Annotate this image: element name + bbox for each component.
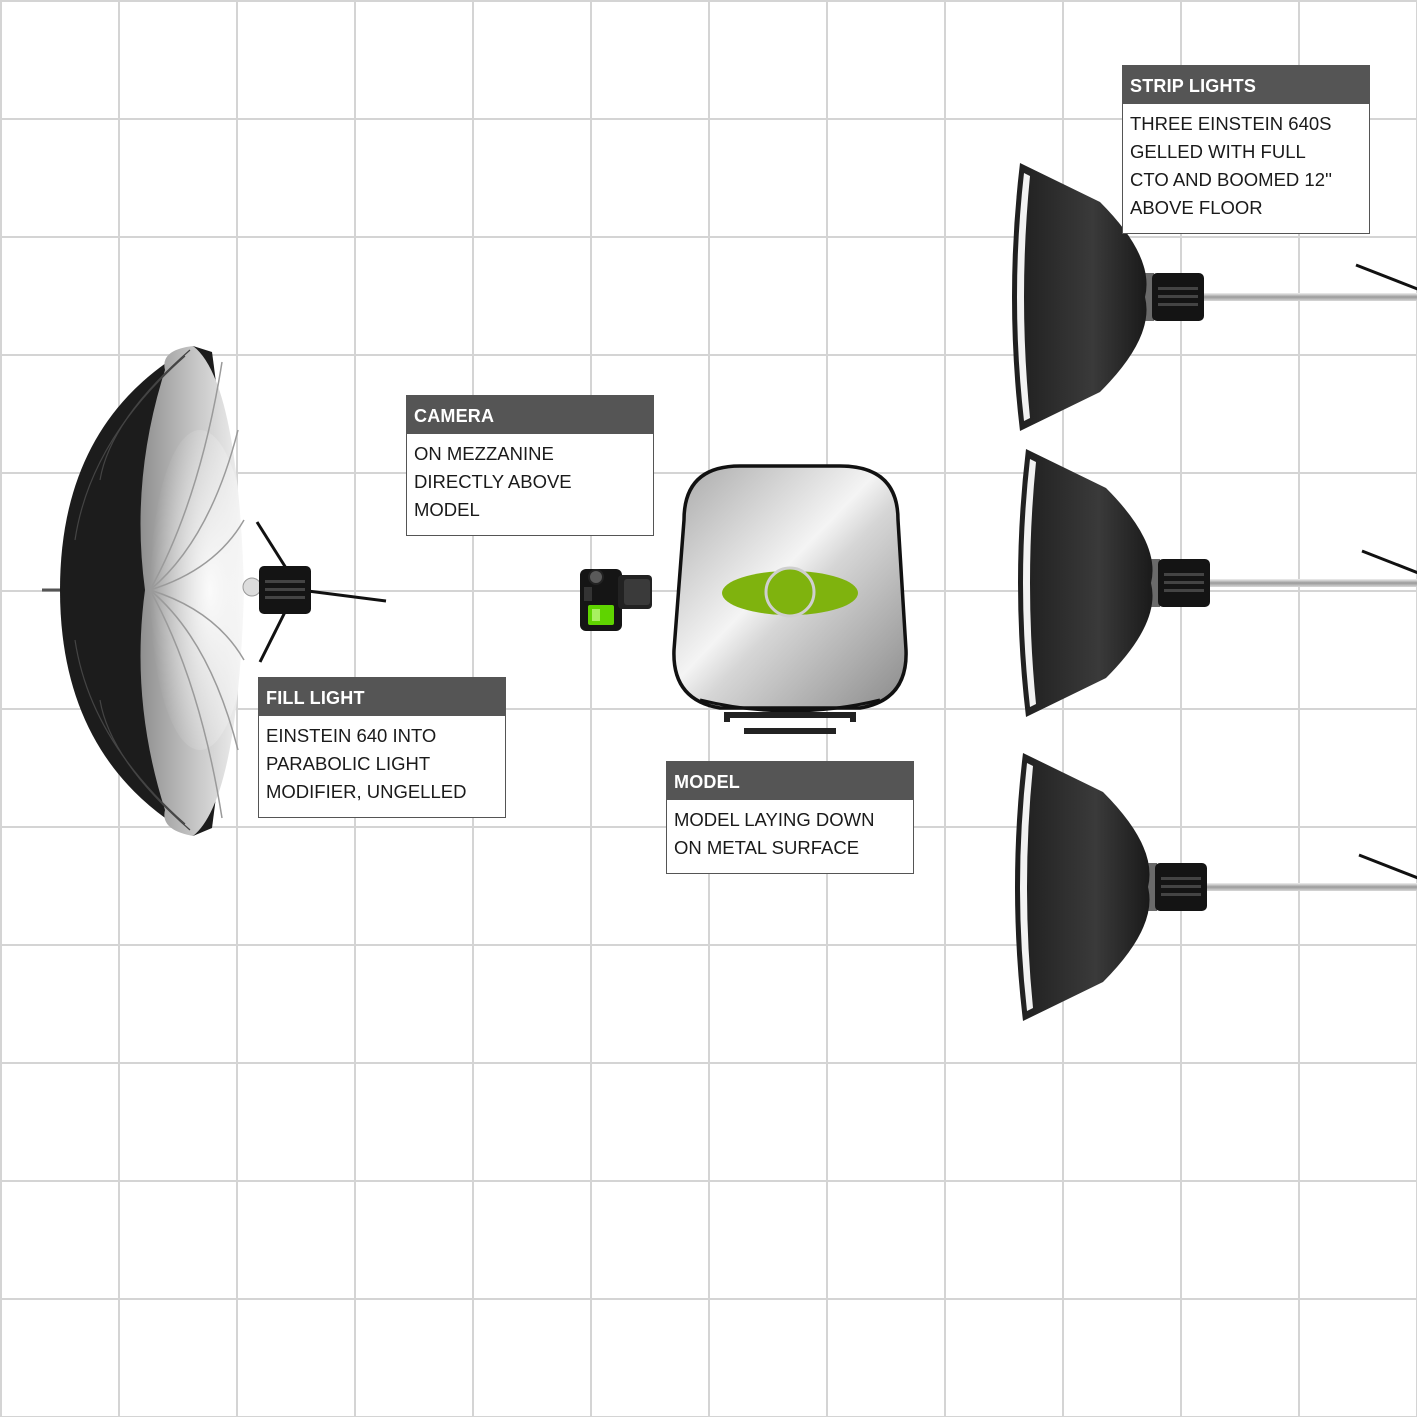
model-area	[672, 464, 908, 734]
flash-tube-icon	[242, 577, 262, 597]
strip-light-3	[1015, 753, 1417, 1021]
strip-light-2	[1018, 449, 1417, 717]
light-stand-icon	[255, 521, 288, 569]
camera-icon	[580, 569, 652, 631]
fill-light-label-body: EINSTEIN 640 INTO PARABOLIC LIGHT MODIFI…	[266, 725, 467, 802]
fill-light	[42, 346, 387, 836]
model-label-body: MODEL LAYING DOWN ON METAL SURFACE	[674, 809, 875, 858]
strip-lights-label-body: THREE EINSTEIN 640S GELLED WITH FULL CTO…	[1130, 113, 1333, 218]
model-label: MODEL MODEL LAYING DOWN ON METAL SURFACE	[666, 761, 914, 874]
strobe-head-icon	[259, 566, 311, 614]
strip-lights-label: STRIP LIGHTS THREE EINSTEIN 640S GELLED …	[1122, 65, 1370, 234]
camera-label-title: CAMERA	[407, 396, 653, 434]
fill-light-label-title: FILL LIGHT	[259, 678, 505, 716]
model-label-title: MODEL	[667, 762, 913, 800]
fill-light-label: FILL LIGHT EINSTEIN 640 INTO PARABOLIC L…	[258, 677, 506, 818]
model-figure-icon	[722, 566, 858, 618]
camera-label: CAMERA ON MEZZANINE DIRECTLY ABOVE MODEL	[406, 395, 654, 536]
strip-lights-label-title: STRIP LIGHTS	[1123, 66, 1369, 104]
camera-label-body: ON MEZZANINE DIRECTLY ABOVE MODEL	[414, 443, 572, 520]
